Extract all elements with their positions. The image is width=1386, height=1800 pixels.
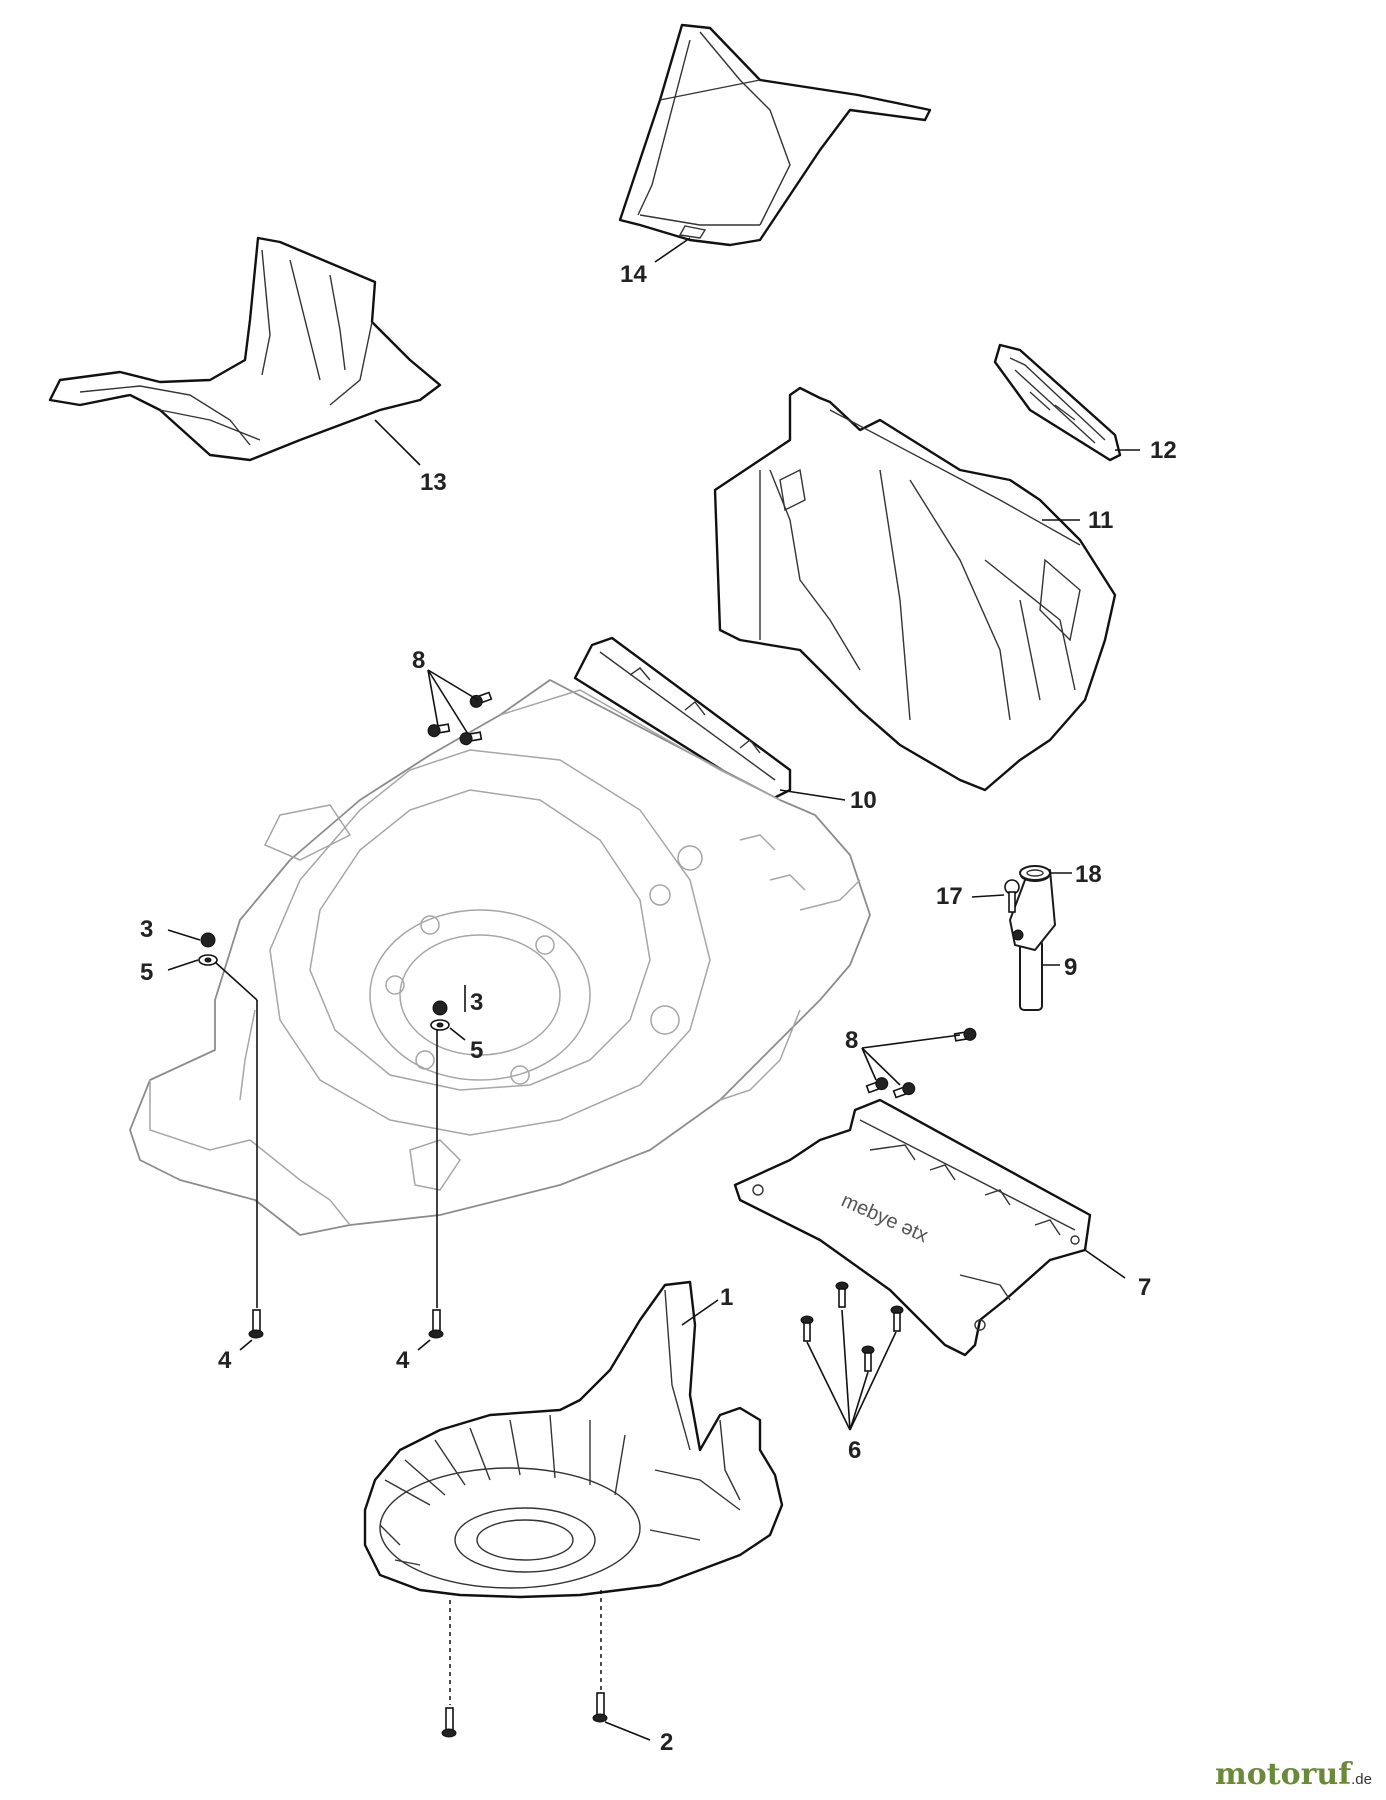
mower-deck xyxy=(129,679,871,1236)
callout-14: 14 xyxy=(620,261,647,288)
callout-3-left: 3 xyxy=(140,916,153,943)
callout-8-lower: 8 xyxy=(845,1027,858,1054)
callout-8-upper: 8 xyxy=(412,647,425,674)
callout-7: 7 xyxy=(1138,1274,1151,1301)
part-12-flap xyxy=(993,343,1122,462)
part-1-deflector xyxy=(363,1280,784,1599)
watermark-logo: motoruf.de xyxy=(1215,1757,1372,1792)
callout-5-center: 5 xyxy=(470,1037,483,1064)
callout-2: 2 xyxy=(660,1729,673,1756)
part-5-washer-center xyxy=(430,1019,450,1031)
leader-lines xyxy=(167,237,1140,1741)
watermark-name: motoruf xyxy=(1214,1757,1352,1792)
part-13-rear-flap xyxy=(48,236,442,462)
callout-11: 11 xyxy=(1088,507,1113,534)
callout-4-left: 4 xyxy=(218,1347,232,1374)
part-17-screw xyxy=(1004,879,1020,913)
part-5-washer-left xyxy=(198,954,218,966)
callout-labels: 14 13 12 11 10 8 18 17 9 3 5 3 5 4 4 8 7… xyxy=(140,261,1177,1756)
part-3-nut-center xyxy=(432,1000,448,1016)
callout-17: 17 xyxy=(936,883,963,910)
callout-5-left: 5 xyxy=(140,959,153,986)
part-4-bolt-center xyxy=(428,1309,444,1339)
callout-6: 6 xyxy=(848,1437,861,1464)
part-6-screws xyxy=(800,1281,904,1372)
part-14-chute-cover xyxy=(618,23,932,247)
callout-1: 1 xyxy=(720,1284,733,1311)
part-10-rear-cover xyxy=(573,636,792,802)
part-11-chute-housing xyxy=(713,386,1117,792)
callout-18: 18 xyxy=(1075,861,1102,888)
callout-4-center: 4 xyxy=(396,1347,410,1374)
callout-3-center: 3 xyxy=(470,989,483,1016)
callout-12: 12 xyxy=(1150,437,1177,464)
callout-10: 10 xyxy=(850,787,877,814)
part-7-skid-plate: mebye ətx xyxy=(733,1098,1092,1357)
callout-9: 9 xyxy=(1064,954,1077,981)
part-18-ring xyxy=(1019,865,1051,881)
part-3-nut-left xyxy=(200,932,216,948)
part-8-screws-upper xyxy=(427,691,493,746)
part-2-screws xyxy=(441,1692,608,1738)
watermark-suffix: .de xyxy=(1351,1771,1372,1788)
callout-13: 13 xyxy=(420,469,447,496)
part-4-bolt-left xyxy=(248,1309,264,1339)
part-9-height-adjuster xyxy=(1009,868,1056,1011)
part-8-screws-lower xyxy=(865,1027,977,1099)
